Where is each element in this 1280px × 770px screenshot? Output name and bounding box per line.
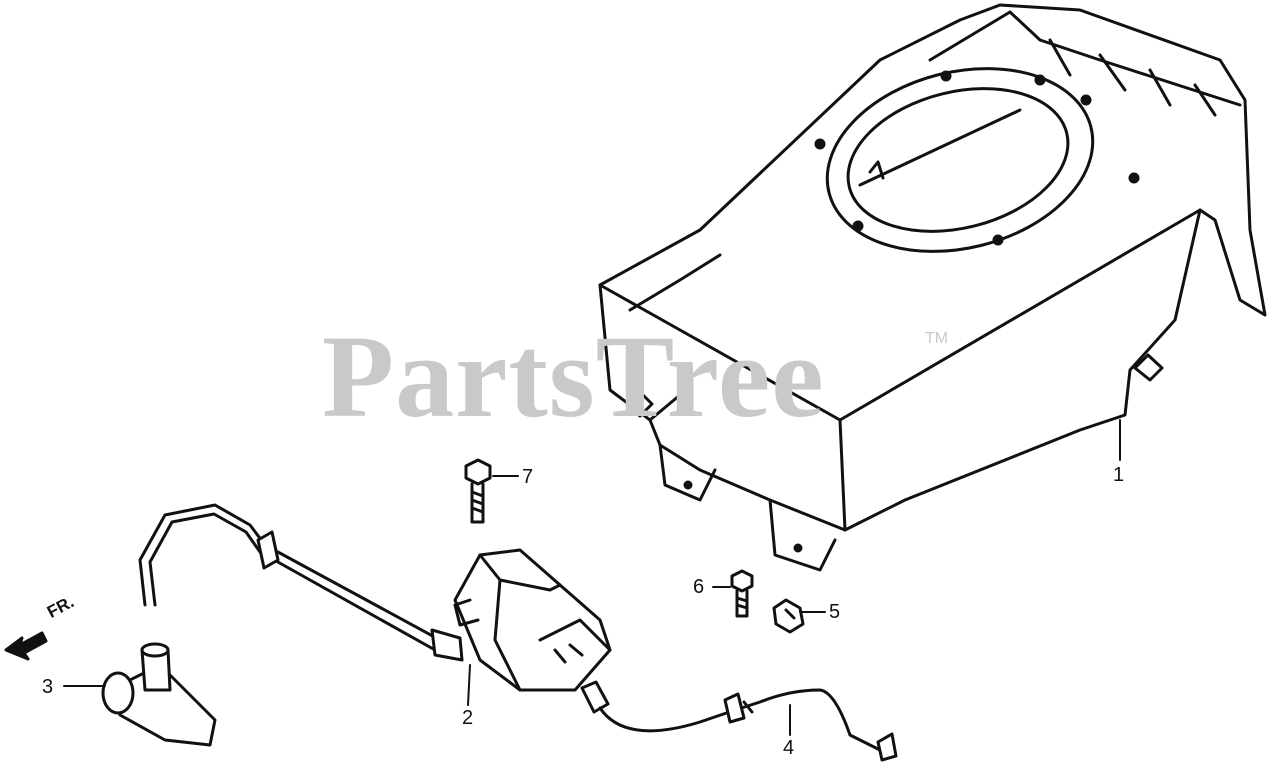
ignition-coil-part-2 <box>138 503 612 692</box>
bolt-part-6 <box>730 569 754 618</box>
callout-7: 7 <box>522 466 534 488</box>
watermark: PartsTree <box>322 311 825 442</box>
callout-6: 6 <box>693 576 705 598</box>
front-arrow-icon <box>4 631 48 661</box>
callout-4: 4 <box>783 737 795 759</box>
stop-wire-part-4 <box>580 680 898 762</box>
callout-2: 2 <box>462 707 474 729</box>
callout-1: 1 <box>1113 464 1125 486</box>
trademark-mark: TM <box>925 330 949 347</box>
spark-plug-cap-part-3 <box>101 642 217 747</box>
callout-3: 3 <box>42 676 54 698</box>
fan-cover-part <box>598 3 1267 572</box>
clip-part-5 <box>772 598 805 634</box>
bolt-part-7 <box>464 458 492 524</box>
leader-lines <box>63 419 1121 736</box>
callout-5: 5 <box>829 601 841 623</box>
